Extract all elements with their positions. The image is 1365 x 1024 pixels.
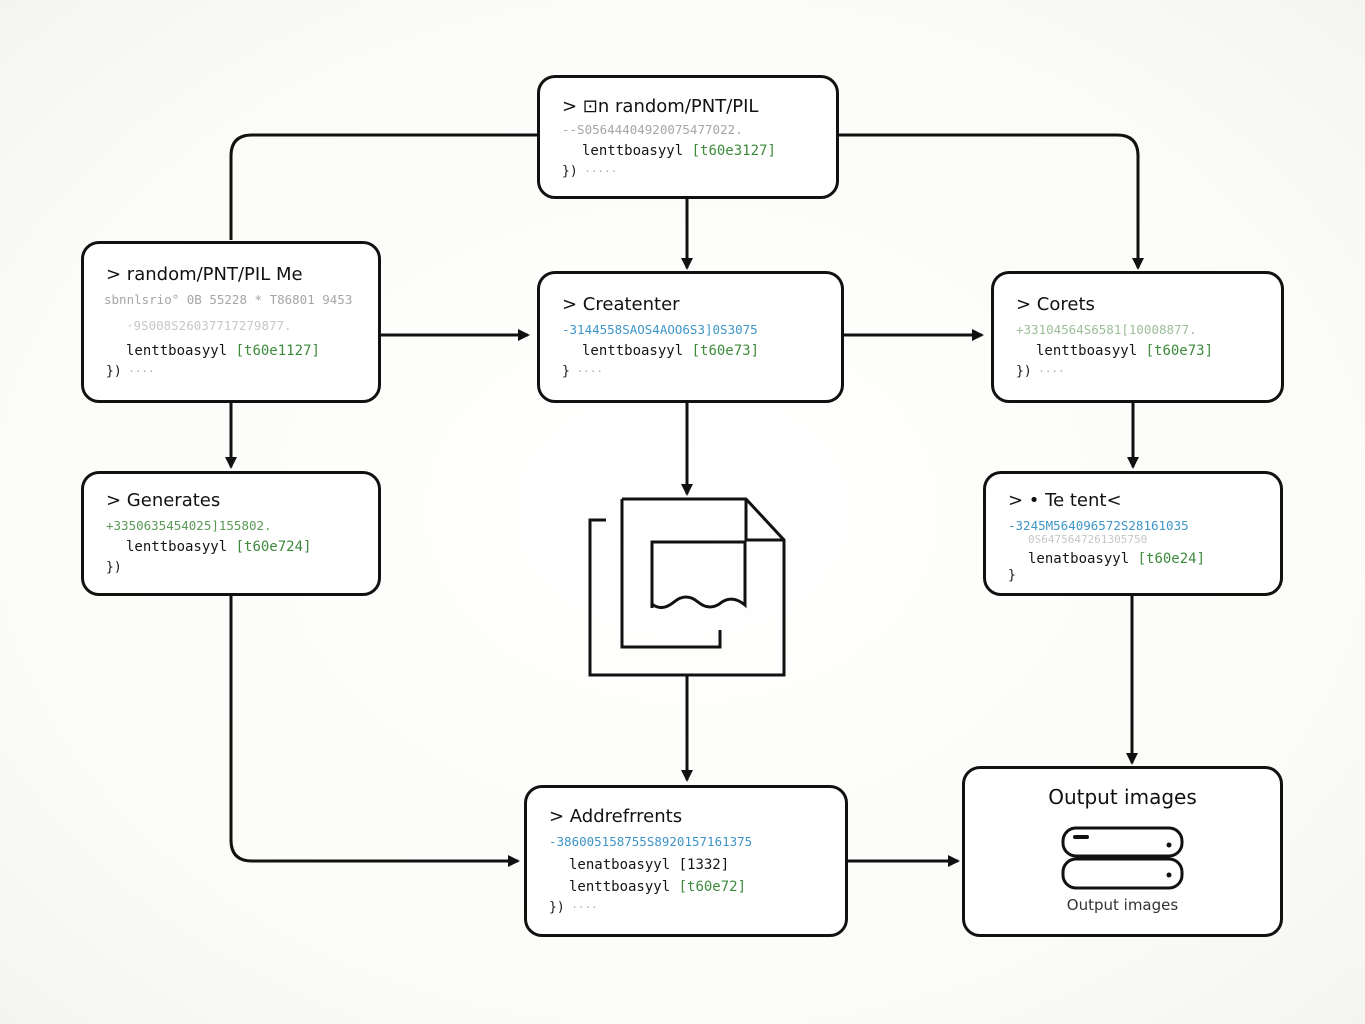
- code-identifier: lenttboasyyl: [569, 879, 671, 895]
- node-hex-line: -3245M564096572S28161035: [1008, 518, 1189, 533]
- close-brace: }): [562, 164, 578, 179]
- code-identifier: lenttboasyyl: [126, 539, 228, 555]
- node-code-line: lenttboasyyl [t60e73]: [1016, 340, 1261, 362]
- node-code-line: lenatboasyyl [t60e24]: [1008, 548, 1260, 570]
- node-title: > Corets: [1016, 294, 1095, 315]
- close-brace: }): [549, 900, 565, 915]
- code-identifier: lenttboasyyl: [126, 343, 228, 359]
- node-title: > Createnter: [562, 294, 680, 315]
- storage-drives-icon: [1061, 826, 1184, 890]
- node-code-line: lenatboasyyl [1332]: [549, 854, 825, 876]
- close-brace: }: [562, 364, 570, 379]
- output-caption: Output images: [1066, 896, 1179, 914]
- process-node-left-1: > random/PNT/PIL Me sbnnlsrio° 0B 55228 …: [81, 241, 381, 403]
- output-images-node: Output images Output images: [962, 766, 1283, 937]
- node-hex-line: -3144558SAOS4AOO6S3]0S3075: [562, 322, 758, 337]
- node-hex-line: +3350635454025]155802.: [106, 518, 272, 533]
- close-brace: }): [106, 364, 122, 379]
- code-ref: [t60e73]: [1145, 343, 1214, 359]
- connector-top-to-left: [229, 133, 537, 240]
- ellipsis-dots: ····: [564, 901, 598, 914]
- node-code-line: lenttboasyyl [t60e1127]: [106, 340, 358, 362]
- node-close-line: }) ·····: [562, 162, 816, 182]
- document-image-icon: [588, 497, 786, 677]
- code-ref: [t60e73]: [691, 343, 760, 359]
- node-hex-line-2: 0S6475647261305750: [1028, 533, 1148, 546]
- node-hex-line: +33104564S6581[10008877.: [1016, 322, 1197, 337]
- node-title: > random/PNT/PIL Me: [106, 264, 303, 285]
- ellipsis-dots: ·····: [577, 165, 618, 178]
- code-identifier: lenttboasyyl: [582, 143, 684, 159]
- ellipsis-dots: ····: [121, 365, 155, 378]
- code-ref: [t60e724]: [235, 539, 312, 555]
- node-code-line: lenttboasyyl [t60e73]: [562, 340, 821, 362]
- output-title: Output images: [1048, 785, 1197, 809]
- node-code-line: lenttboasyyl [t60e724]: [106, 536, 358, 558]
- node-close-line: }) ····: [1016, 362, 1261, 382]
- node-title: > Generates: [106, 490, 221, 511]
- node-hex-line: sbnnlsrio° 0B 55228 * T86801 9453: [104, 292, 353, 307]
- process-node-bottom: > Addrefrrents -386005158755S89201571613…: [524, 785, 848, 937]
- code-identifier: lenatboasyyl: [1028, 551, 1130, 567]
- process-node-left-2: > Generates +3350635454025]155802. lentt…: [81, 471, 381, 596]
- node-close-line: }) ····: [106, 362, 358, 382]
- node-code-line: lenttboasyyl [t60e3127]: [562, 140, 816, 162]
- node-close-line: }) ····: [549, 898, 825, 918]
- code-ref: [t60e72]: [678, 879, 747, 895]
- code-identifier: lenttboasyyl: [582, 343, 684, 359]
- process-node-right-2: > • Te tent< -3245M564096572S28161035 0S…: [983, 471, 1283, 596]
- connector-top-to-right: [838, 133, 1144, 270]
- node-hex-line-2: ·9S008S26037717279877.: [126, 318, 292, 333]
- close-brace: }): [1016, 364, 1032, 379]
- close-brace: }: [1008, 568, 1016, 583]
- ellipsis-dots: ····: [1031, 365, 1065, 378]
- node-code-line-2: lenttboasyyl [t60e72]: [549, 876, 825, 898]
- code-ref: [1332]: [678, 857, 730, 873]
- node-title: > ⊡n random/PNT/PIL: [562, 96, 759, 117]
- code-identifier: lenttboasyyl: [1036, 343, 1138, 359]
- code-ref: [t60e24]: [1137, 551, 1206, 567]
- node-close-line: } ····: [562, 362, 821, 382]
- node-hex-line: --S05644404920075477022.: [562, 122, 743, 137]
- code-ref: [t60e1127]: [235, 343, 320, 359]
- ellipsis-dots: ····: [569, 365, 603, 378]
- node-title: > Addrefrrents: [549, 806, 683, 827]
- node-title: > • Te tent<: [1008, 490, 1122, 511]
- code-ref: [t60e3127]: [691, 143, 776, 159]
- node-close-line: }: [1008, 566, 1260, 586]
- process-node-top: > ⊡n random/PNT/PIL --S05644404920075477…: [537, 75, 839, 199]
- close-brace: }): [106, 560, 122, 575]
- process-node-center-1: > Createnter -3144558SAOS4AOO6S3]0S3075 …: [537, 271, 844, 403]
- node-hex-line: -386005158755S8920157161375: [549, 834, 753, 849]
- process-node-right-1: > Corets +33104564S6581[10008877. lenttb…: [991, 271, 1284, 403]
- node-close-line: }): [106, 558, 358, 578]
- code-identifier: lenatboasyyl: [569, 857, 671, 873]
- connector-left2-to-bottom: [229, 595, 520, 867]
